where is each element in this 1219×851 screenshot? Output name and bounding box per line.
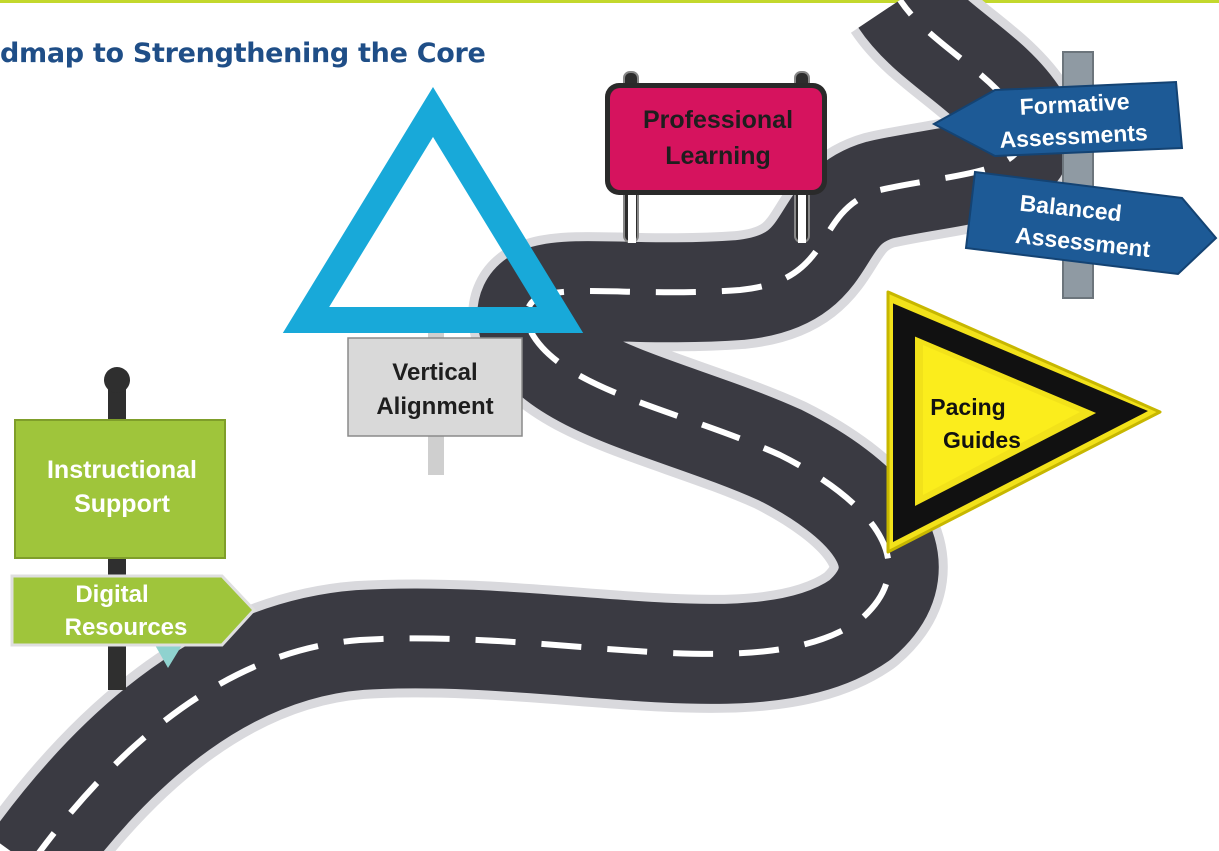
vertical-alignment-line-2: Alignment: [376, 393, 493, 420]
digital-resources-sign: Digital Resources: [10, 574, 257, 668]
arrow-sign-left-icon: [931, 80, 1184, 158]
vertical-alignment-line-1: Vertical: [392, 359, 477, 386]
balanced-assessment-sign: Balanced Assessment: [964, 170, 1218, 276]
triangle-arrow-sign-icon: [886, 290, 1162, 554]
road-lane-markings: [36, 0, 1026, 851]
top-accent-rule: [0, 0, 1219, 3]
professional-learning-sign: Professional Learning: [605, 71, 827, 243]
winding-road: [0, 0, 1082, 851]
professional-learning-line-2: Learning: [665, 142, 771, 170]
formative-assessments-sign: Formative Assessments: [931, 80, 1184, 158]
instructional-support-line-2: Support: [74, 490, 170, 518]
billboard-sign-icon: [605, 71, 827, 243]
pacing-guides-sign: Pacing Guides: [886, 290, 1162, 554]
digital-resources-line-1: Digital: [75, 581, 148, 608]
digital-resources-line-2: Resources: [65, 614, 188, 641]
pacing-guides-line-2: Guides: [943, 427, 1021, 453]
pacing-guides-line-1: Pacing: [930, 394, 1005, 420]
professional-learning-line-1: Professional: [643, 106, 793, 134]
instructional-support-line-1: Instructional: [47, 456, 197, 484]
arrow-sign-right-icon: [10, 574, 257, 668]
instructional-support-sign: Instructional Support: [14, 367, 226, 690]
arrow-sign-right-icon: [964, 170, 1218, 276]
vertical-alignment-sign: Vertical Alignment: [282, 87, 584, 475]
page-title: dmap to Strengthening the Core: [0, 38, 486, 69]
assessment-signpost: Formative Assessments Balanced Assessmen…: [931, 51, 1218, 299]
triangle-warning-sign-icon: [282, 87, 584, 475]
formative-assessments-line-1: Formative: [1019, 88, 1130, 120]
